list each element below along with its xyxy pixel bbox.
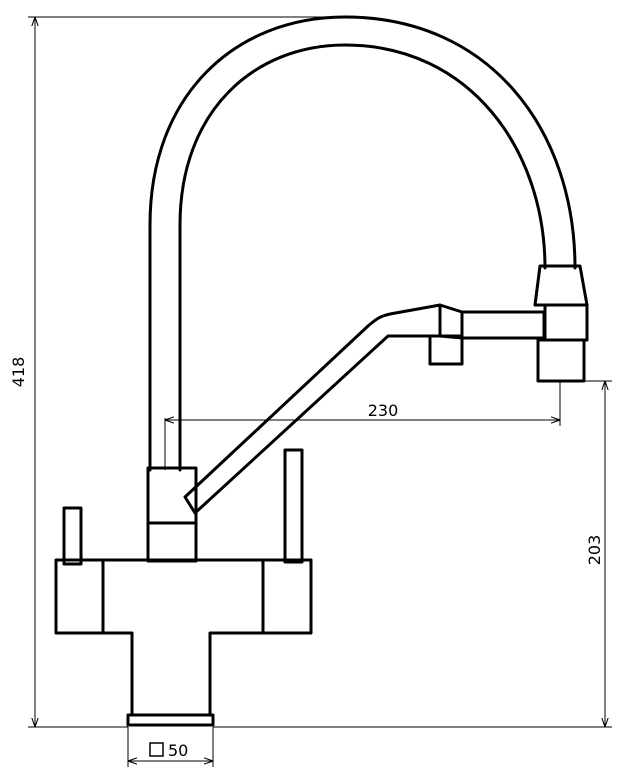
column-lower (146, 521, 198, 563)
right-lever (283, 448, 304, 564)
base-size-label: 50 (168, 741, 188, 760)
total-height-label: 418 (9, 357, 28, 388)
mounting-base (126, 713, 215, 727)
left-handle-body (54, 558, 105, 635)
left-lever (62, 506, 83, 566)
dimension-base-size: 50 (127, 727, 214, 767)
spout-arm (183, 303, 442, 515)
filtered-water-outlet (428, 334, 464, 366)
reach-label: 230 (368, 401, 399, 420)
dimension-total-height: 418 (9, 16, 345, 728)
spray-head-collar (533, 264, 589, 307)
hose-outer (148, 15, 577, 472)
spout-end-fitting (460, 310, 546, 340)
faucet-outline (54, 15, 589, 727)
dimension-reach: 230 (164, 381, 561, 470)
right-handle-body (261, 558, 313, 635)
square-icon (149, 742, 164, 757)
tap-body (101, 558, 265, 717)
hose-inner (178, 43, 547, 472)
spout-neck (438, 303, 464, 314)
spray-head-body (543, 303, 589, 342)
dimension-spout-height: 203 (213, 380, 612, 728)
spout-height-label: 203 (585, 535, 604, 566)
spray-head-nozzle (536, 338, 586, 383)
